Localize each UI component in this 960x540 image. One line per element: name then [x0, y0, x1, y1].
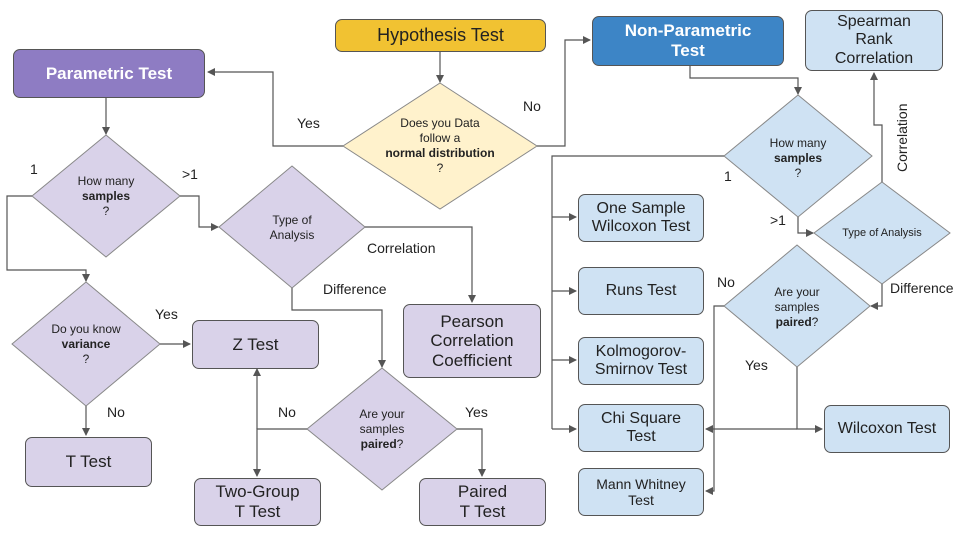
edge-label-correlation-left: Correlation	[367, 240, 436, 256]
runs-test-node: Runs Test	[578, 267, 704, 315]
edge-label-one-left: 1	[30, 161, 38, 177]
samples-decision-left	[31, 134, 181, 258]
chi-square-test-node: Chi Square Test	[578, 404, 704, 452]
hypothesis-test-node: Hypothesis Test	[335, 19, 546, 52]
z-test-node: Z Test	[192, 320, 319, 369]
connector	[705, 305, 724, 495]
spearman-rank-correlation-node: Spearman Rank Correlation	[805, 10, 943, 71]
parametric-test-node: Parametric Test	[13, 49, 205, 98]
connector	[796, 367, 823, 433]
edge-label-no-paired-right: No	[717, 274, 735, 290]
edge-label-yes-parametric: Yes	[297, 115, 320, 131]
connector	[537, 36, 591, 147]
edge-label-no-variance: No	[107, 404, 125, 420]
edge-label-yes-paired-left: Yes	[465, 404, 488, 420]
two-group-t-test-node: Two-Group T Test	[194, 478, 321, 526]
kolmogorov-smirnov-node: Kolmogorov-Smirnov Test	[578, 337, 704, 385]
edge-label-gt1-right: >1	[770, 212, 786, 228]
non-parametric-test-node: Non-Parametric Test	[592, 16, 784, 66]
edge-label-one-right: 1	[724, 168, 732, 184]
connector	[291, 288, 386, 368]
analysis-right-label: Type of Analysis	[842, 227, 922, 240]
connector	[253, 428, 307, 477]
connector	[207, 68, 343, 147]
wilcoxon-test-node: Wilcoxon Test	[824, 405, 950, 453]
analysis-left-label: Type of Analysis	[269, 213, 315, 242]
edge-label-difference-right: Difference	[890, 280, 954, 296]
pearson-correlation-node: Pearson Correlation Coefficient	[403, 304, 541, 378]
connector	[689, 66, 802, 95]
edge-label-gt1-left: >1	[182, 166, 198, 182]
connector	[365, 226, 476, 303]
edge-label-yes-variance: Yes	[155, 306, 178, 322]
one-sample-wilcoxon-node: One Sample Wilcoxon Test	[578, 194, 704, 242]
paired-decision-left	[306, 367, 458, 491]
t-test-node: T Test	[25, 437, 152, 487]
edge-label-no-nonparametric: No	[523, 98, 541, 114]
connector	[180, 195, 219, 231]
connector	[551, 155, 724, 429]
edge-label-no-paired-left: No	[278, 404, 296, 420]
connector	[6, 195, 90, 282]
normal-distribution-decision	[342, 82, 538, 210]
connector	[870, 284, 883, 310]
connector	[457, 428, 486, 477]
edge-label-difference-left: Difference	[323, 281, 387, 297]
connector	[797, 217, 814, 237]
paired-t-test-node: Paired T Test	[419, 478, 546, 526]
edge-label-yes-paired-right: Yes	[745, 357, 768, 373]
connector	[870, 72, 883, 182]
edge-label-correlation-right: Correlation	[894, 103, 910, 172]
mann-whitney-test-node: Mann Whitney Test	[578, 468, 704, 516]
